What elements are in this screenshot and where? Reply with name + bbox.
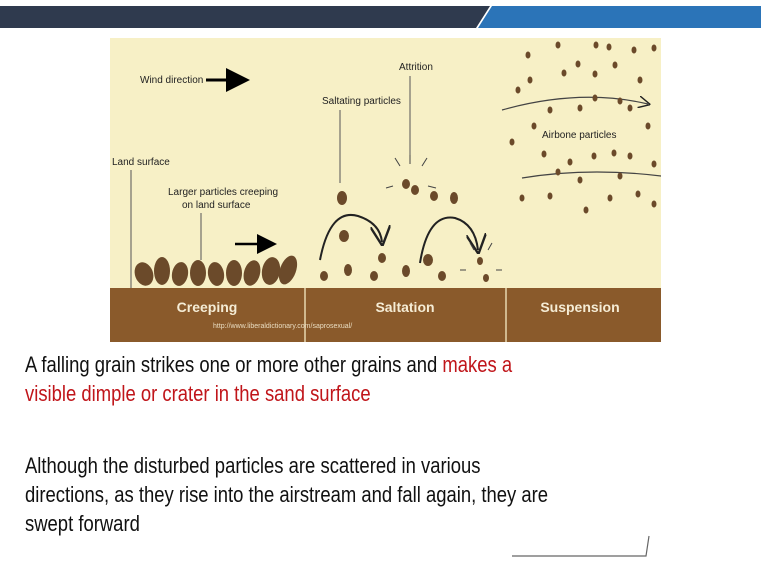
wind-transport-diagram: Creeping Saltation Suspension http://www… [110,38,661,342]
paragraph-crater: A falling grain strikes one or more othe… [25,350,761,408]
airborne-particles-label: Airbone particles [542,130,616,141]
saltating-particles-label: Saltating particles [322,96,401,107]
word: various [421,453,480,478]
paragraph-line: A falling grain strikes one or more othe… [25,350,761,379]
zone-label-suspension: Suspension [540,299,619,315]
word: scattered [320,453,396,478]
zone-label-creeping: Creeping [177,299,238,315]
land-surface-label: Land surface [112,157,170,168]
paragraph-disturbed-particles: Although the disturbed particles are sca… [25,451,761,538]
airflow-arrow [522,172,661,178]
word: in [402,453,416,478]
p1-black-text: A falling grain strikes one or more othe… [25,352,437,377]
attrition-label: Attrition [399,62,433,73]
p2-line-2: directions, as they rise into the airstr… [25,480,761,509]
wind-direction-label: Wind direction [140,75,203,86]
word: Although [25,453,98,478]
p1-red-text-end: visible dimple or crater in the sand sur… [25,379,761,408]
p1-red-text-start: makes a [442,352,512,377]
word: particles [215,453,284,478]
source-url: http://www.liberaldictionary.com/saprose… [213,323,352,330]
word: disturbed [134,453,210,478]
slide-header-bar [0,0,761,30]
paragraph-line: Although the disturbed particles are sca… [25,451,761,480]
attrition-impact-burst [386,155,502,270]
pen-annotation [510,528,660,568]
saltating-particles [320,179,489,282]
creeping-label-line2: on land surface [182,200,251,211]
zone-label-saltation: Saltation [375,299,434,315]
airborne-particles [510,42,657,214]
word: the [103,453,129,478]
creeping-particles [131,253,300,288]
word: are [289,453,316,478]
saltation-arc [320,215,382,260]
ground-band [110,288,661,342]
creeping-label-line1: Larger particles creeping [168,187,278,198]
airflow-arrow [502,97,648,110]
